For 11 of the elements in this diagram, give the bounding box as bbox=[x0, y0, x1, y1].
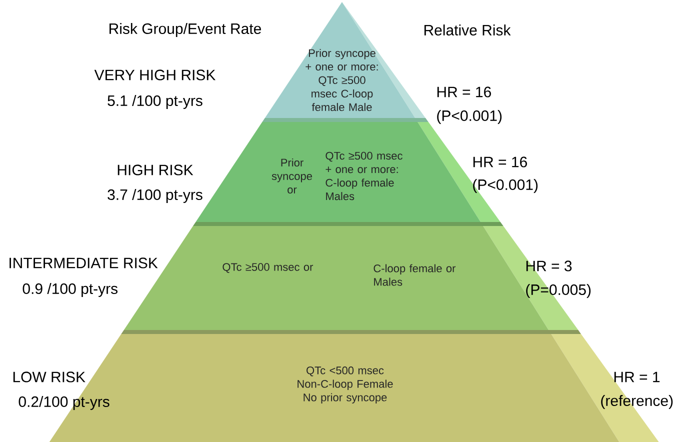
hazard-ratio-label: HR = 16 bbox=[437, 86, 491, 98]
hazard-ratio-label: HR = 1 bbox=[614, 372, 660, 382]
hazard-ratio-label: HR = 3 bbox=[526, 260, 572, 272]
risk-group-label: VERY HIGH RISK bbox=[94, 70, 216, 80]
risk-group-label: HIGH RISK bbox=[118, 164, 194, 176]
p-value-label: (reference) bbox=[601, 395, 673, 409]
risk-group-label: LOW RISK bbox=[13, 372, 86, 382]
p-value-label: (P<0.001) bbox=[437, 110, 502, 124]
event-rate-label: 5.1 /100 pt-yrs bbox=[108, 95, 202, 109]
event-rate-label: 0.2/100 pt-yrs bbox=[18, 396, 110, 410]
event-rate-label: 0.9 /100 pt-yrs bbox=[22, 283, 118, 297]
